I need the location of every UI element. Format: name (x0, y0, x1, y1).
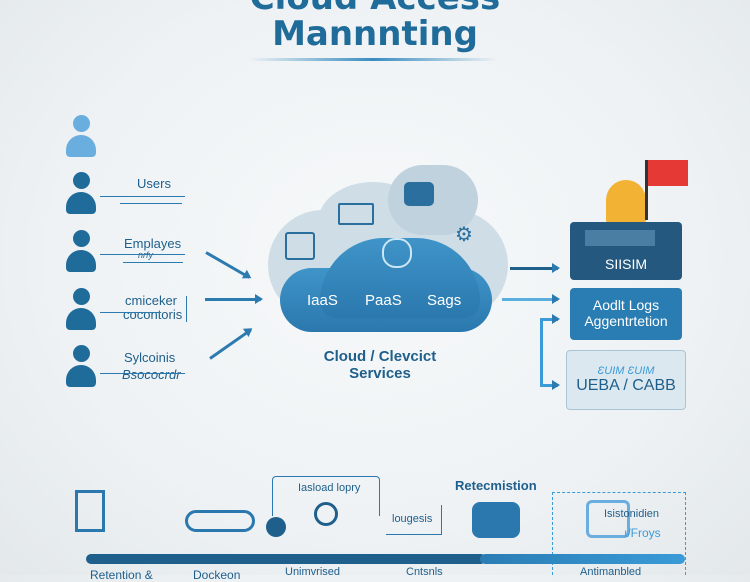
user-icon (66, 172, 96, 218)
title-line-1: Cloud Access (0, 0, 750, 18)
screen-icon (585, 230, 655, 246)
arrow-right-icon (209, 328, 252, 360)
audit-label-line1: Aodlt Logs (592, 297, 660, 313)
timeline-bar (86, 554, 486, 564)
connector-line (186, 296, 187, 322)
contractor-icon (66, 288, 96, 334)
arrow-right-icon (205, 294, 263, 304)
timeline-top-label: Iasload lopry (298, 482, 361, 494)
source-label-employees: Emplayes (124, 236, 182, 251)
service-paas: PaaS (365, 292, 402, 309)
apps-icon: ⚙ (455, 224, 473, 246)
flag-pole (645, 160, 648, 220)
source-sublabel: cocontoris (123, 307, 183, 322)
dashed-region (552, 492, 686, 575)
user-icon (66, 115, 96, 161)
clock-icon (266, 517, 286, 537)
timeline-top-label: Isistonidien (604, 508, 660, 520)
storage-icon (285, 232, 315, 260)
service-iaas: IaaS (307, 292, 338, 309)
employee-icon (66, 230, 96, 276)
timeline-bar-active (480, 554, 685, 564)
audit-label-line2: Aggentrtetion (584, 313, 668, 329)
bracket (272, 476, 380, 516)
database-icon (404, 182, 434, 206)
partner-icon (66, 345, 96, 391)
source-sublabel: Bsococrdr (122, 367, 181, 382)
alert-flag-icon (648, 160, 688, 186)
connector-line (100, 312, 160, 313)
timeline-top-label: lougesis (392, 513, 433, 525)
arrow-right-icon (540, 380, 560, 390)
source-label-users: Users (137, 176, 171, 191)
siem-label: SIISIM (604, 256, 647, 272)
connector-line (100, 373, 185, 374)
search-icon (314, 502, 338, 526)
connector-line (100, 254, 185, 255)
service-saas: Sags (427, 292, 462, 309)
alerts-dashboard-icon (472, 502, 520, 538)
timeline-top-label: ı/Froys (624, 526, 661, 540)
source-sublabel: nrfy (138, 250, 154, 260)
title-underline (248, 58, 498, 61)
timeline-label: Antimanbled (580, 566, 642, 578)
feedback-line (540, 318, 543, 386)
connector-line (123, 262, 183, 263)
cloud-caption-line2: Services (349, 365, 411, 382)
arrow-right-icon (510, 263, 560, 273)
document-icon (75, 490, 105, 532)
timeline-label: Unimvrised (285, 566, 341, 578)
arrow-right-icon (540, 314, 560, 324)
timeline-label: Dockeon (193, 568, 241, 582)
title-line-2: Mannnting (272, 14, 478, 54)
arrow-right-icon (205, 251, 251, 279)
ueba-top-label: ƐUIM ƐUIM (597, 365, 655, 377)
source-label-partners: Sylcoinis (124, 350, 176, 365)
device-icon (586, 500, 630, 538)
connector-line (120, 203, 182, 204)
connector-line (100, 196, 185, 197)
server-icon (338, 203, 374, 225)
alert-bell-icon (606, 180, 646, 224)
bracket (386, 505, 442, 535)
arrow-right-icon (502, 294, 560, 304)
cloud-caption-line1: Cloud / Clevcict (323, 348, 437, 365)
timeline-top-label: Retecmistion (455, 478, 537, 493)
source-label-contractors: cmiceker (125, 293, 178, 308)
timeline-label: Cntsnls (406, 566, 443, 578)
ueba-label: UEBA / CABB (576, 377, 676, 394)
timeline-label: Retention & (90, 568, 153, 582)
storage-bar-icon (185, 510, 255, 532)
brain-icon (382, 238, 412, 268)
